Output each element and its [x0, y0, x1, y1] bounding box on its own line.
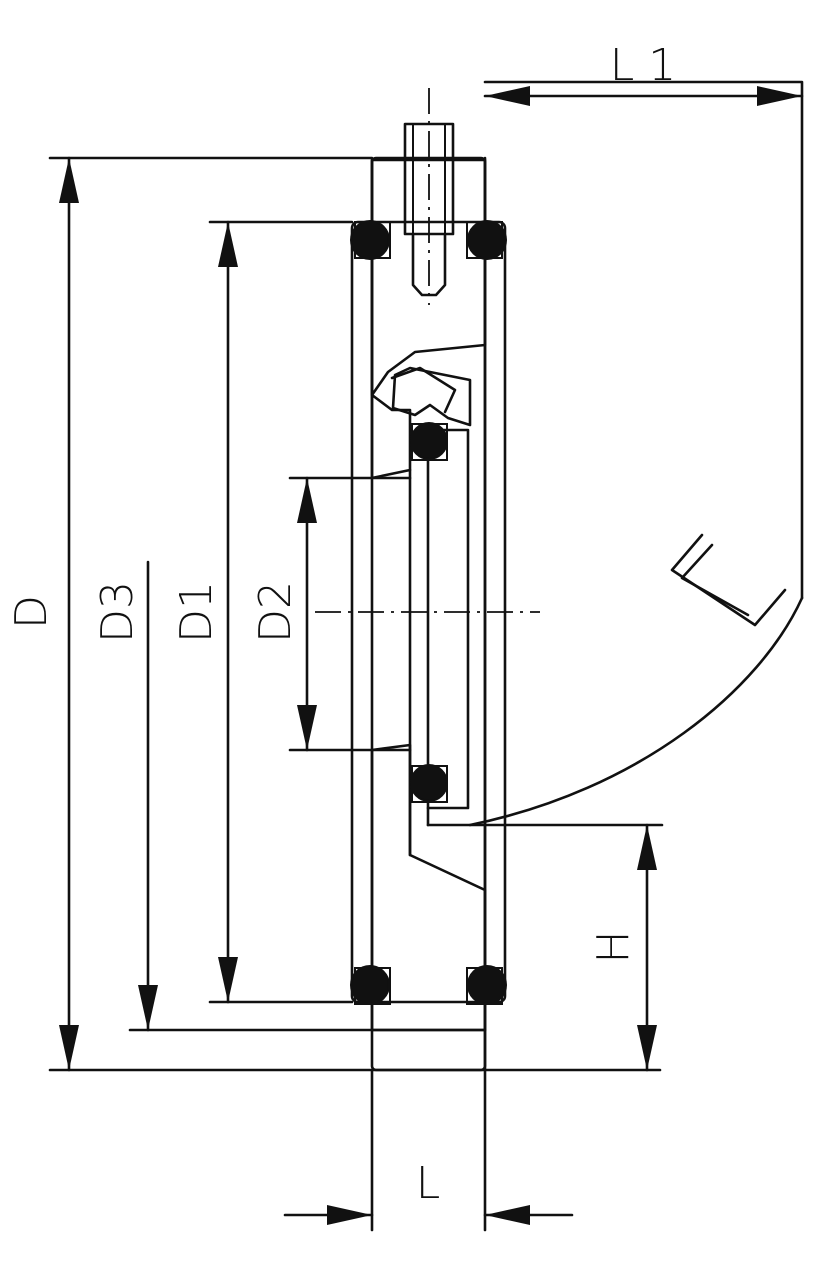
disc-arm	[391, 366, 472, 427]
disc-plate	[426, 428, 470, 810]
label-h: H	[588, 930, 639, 963]
o-ring-disc-bottom	[410, 764, 448, 802]
label-d3: D3	[92, 581, 143, 643]
o-ring-top-left	[350, 220, 390, 260]
o-ring-bottom-right	[467, 965, 507, 1005]
label-l1: L 1	[610, 40, 677, 91]
label-d1: D1	[171, 581, 222, 643]
o-ring-top-right	[467, 220, 507, 260]
o-ring-disc-top	[410, 422, 448, 460]
label-d: D	[6, 595, 57, 629]
top-screw	[403, 88, 455, 305]
disc-swing-outline	[468, 80, 804, 827]
label-d2: D2	[250, 581, 301, 643]
o-rings	[350, 220, 507, 1005]
label-l: L	[416, 1158, 441, 1209]
o-ring-bottom-left	[350, 965, 390, 1005]
dimension-labels: L 1 D D3 D1 D2 H L	[6, 40, 676, 1209]
dimension-lines	[48, 86, 804, 1232]
